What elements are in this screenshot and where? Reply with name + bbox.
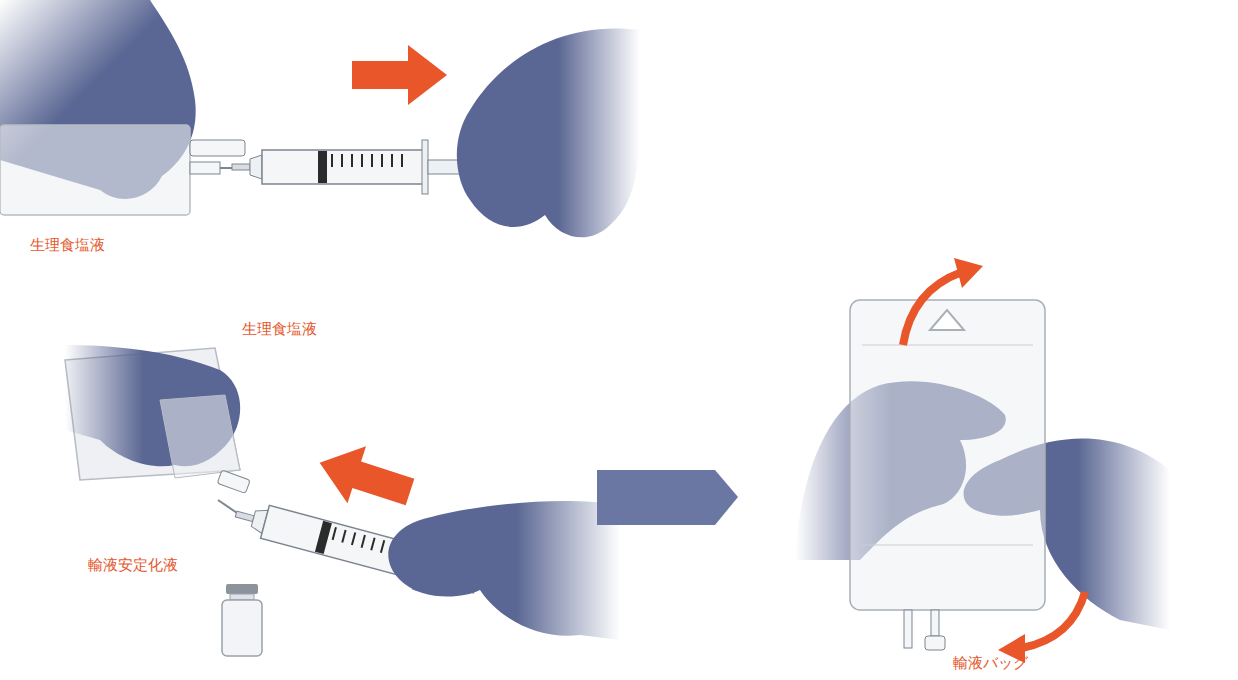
vial	[222, 584, 262, 656]
saline-bag	[160, 395, 240, 478]
push-arrow	[310, 434, 419, 520]
hand	[388, 501, 620, 640]
infusion-bag	[850, 300, 1045, 650]
saline-bag	[0, 125, 190, 215]
syringe	[232, 140, 482, 194]
step-arrow	[597, 470, 738, 525]
part-label: 輸液安定化液	[88, 556, 178, 574]
mix-arrow	[903, 272, 962, 345]
mix-arrow	[1022, 592, 1085, 648]
part-label: 生理食塩液	[30, 236, 105, 254]
hand	[457, 28, 640, 237]
part-label: 輸液バッグ	[953, 654, 1028, 672]
bag-port	[190, 140, 245, 156]
part-label: 生理食塩液	[242, 320, 317, 338]
pull-arrow	[352, 45, 447, 105]
mix-arrow	[954, 258, 983, 288]
bag-port	[217, 470, 250, 493]
bag-port	[190, 162, 220, 174]
